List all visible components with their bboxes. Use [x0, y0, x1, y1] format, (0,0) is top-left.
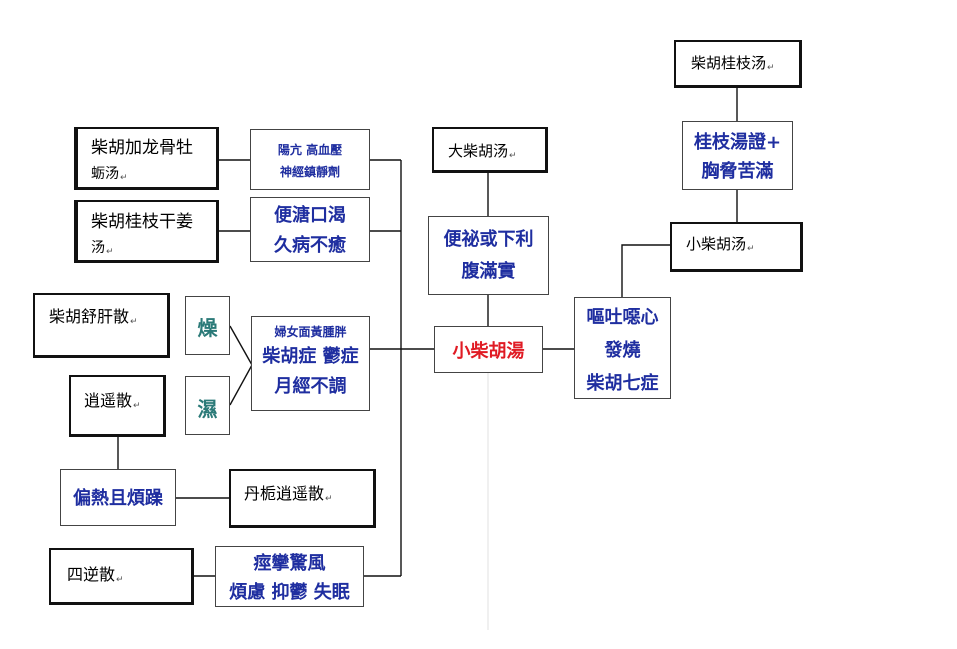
- vomit-fever-box: 嘔吐噁心 發燒 柴胡七症: [574, 297, 671, 399]
- guizhi-ganjiang-tang-box: 柴胡桂枝干姜 汤↵: [74, 200, 219, 263]
- zao-box: 燥: [185, 296, 230, 355]
- chaihu-guizhi-tang-box: 柴胡桂枝汤↵: [674, 40, 802, 88]
- longmu-tang-box: 柴胡加龙骨牡 蛎汤↵: [74, 127, 219, 190]
- sini-san-box: 四逆散↵: [49, 548, 194, 605]
- xiao-chaihu-tang-center-box: 小柴胡湯: [434, 326, 543, 373]
- danzhi-xiaoyao-san-box: 丹栀逍遥散↵: [229, 469, 376, 528]
- yangkang-box: 陽亢 高血壓 神經鎮靜劑: [250, 129, 370, 190]
- shi-box: 濕: [185, 376, 230, 435]
- constipation-box: 便祕或下利 腹滿實: [428, 216, 549, 295]
- guizhi-symptom-box: 桂枝湯證+ 胸脅苦滿: [682, 121, 793, 190]
- biantang-box: 便溏口渴 久病不癒: [250, 197, 370, 262]
- jingluan-box: 痙攣驚風 煩慮 抑鬱 失眠: [215, 546, 364, 607]
- da-chaihu-tang-box: 大柴胡汤↵: [432, 127, 548, 173]
- shugan-san-box: 柴胡舒肝散↵: [33, 293, 170, 358]
- xiaoyao-san-box: 逍遥散↵: [69, 375, 166, 437]
- pianre-box: 偏熱且煩躁: [60, 469, 176, 526]
- xiao-chaihu-tang-small-box: 小柴胡汤↵: [670, 222, 803, 272]
- women-symptom-box: 婦女面黃腫胖 柴胡症 鬱症 月經不調: [251, 316, 370, 411]
